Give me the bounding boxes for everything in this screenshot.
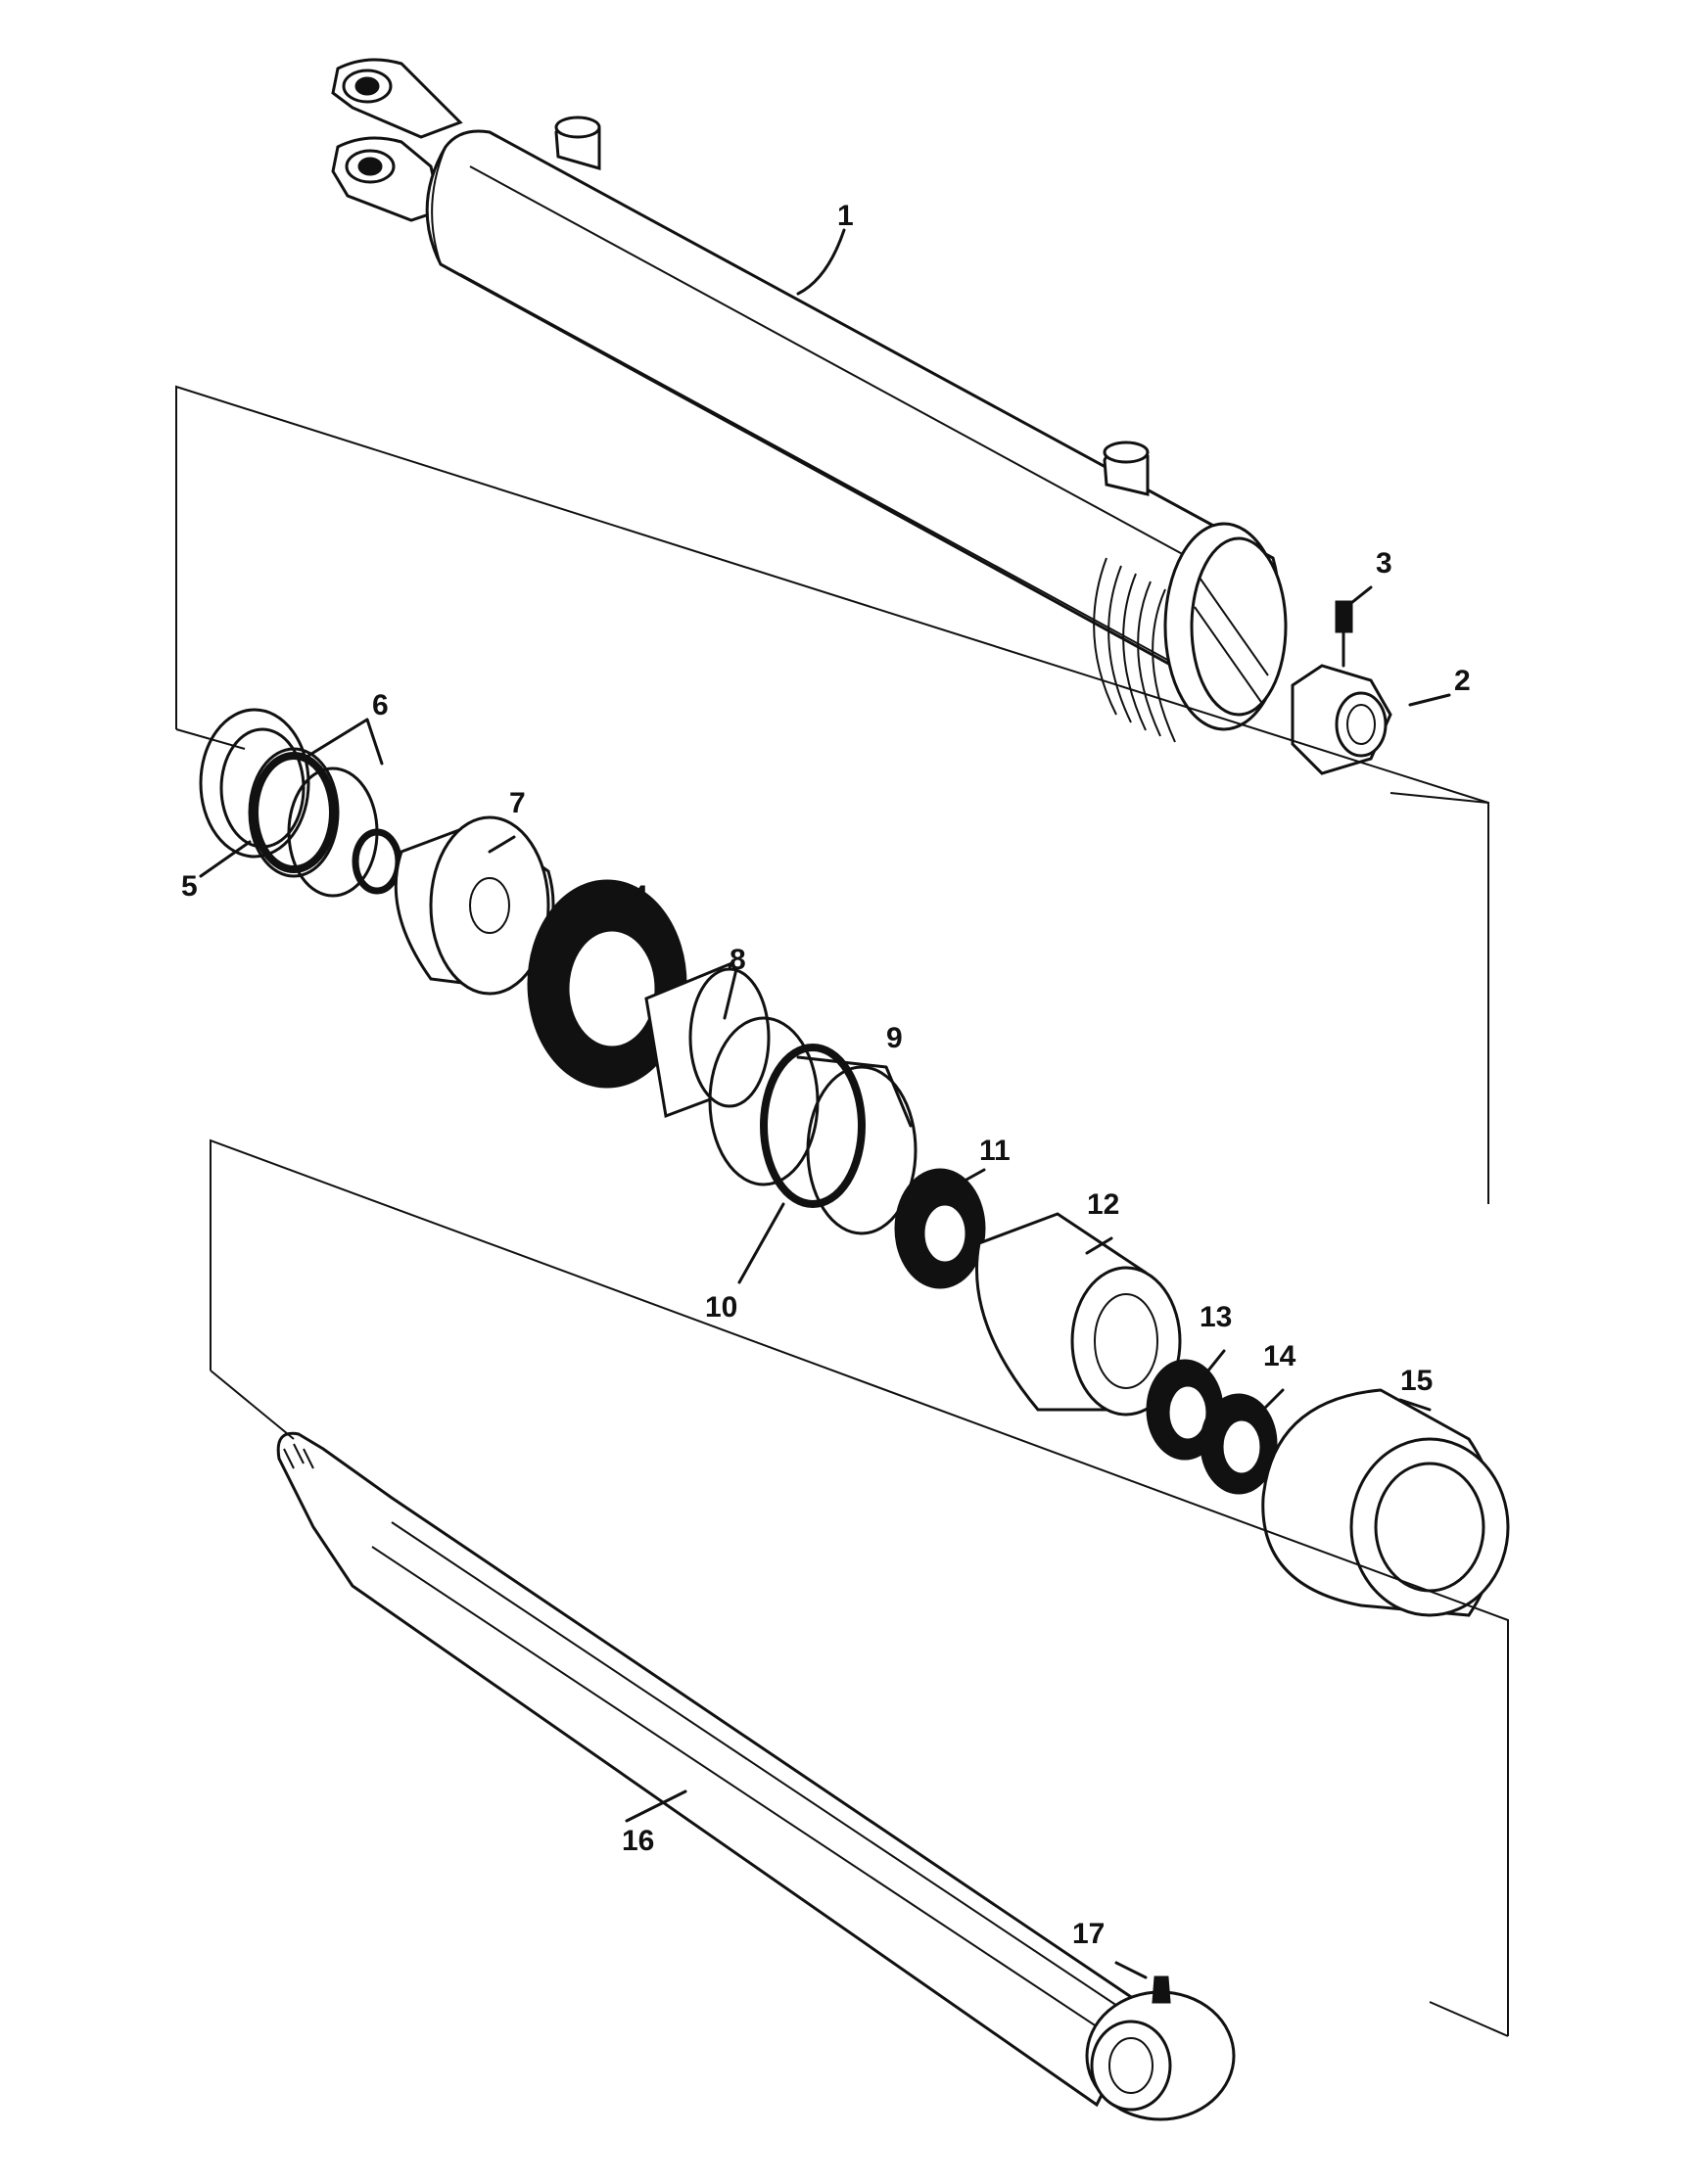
hex-nut-part (1291, 664, 1392, 775)
part-label-5: 5 (181, 870, 198, 903)
piston-part-7 (352, 815, 555, 996)
part-label-10: 10 (705, 1291, 737, 1324)
piston-seal-part-4 (527, 879, 687, 1089)
part-label-12: 12 (1087, 1188, 1119, 1221)
assembly-frame-lines (175, 385, 1509, 2037)
o-ring-part-10 (760, 1044, 866, 1208)
o-ring-part-5 (251, 752, 337, 873)
gland-part-12 (975, 1212, 1182, 1417)
part-label-7: 7 (509, 787, 526, 819)
set-screw-part (1335, 600, 1353, 668)
part-label-15: 15 (1400, 1365, 1433, 1397)
part-label-9: 9 (886, 1022, 903, 1054)
rod-seal-part-11 (894, 1168, 986, 1289)
part-label-4: 4 (632, 880, 648, 912)
backup-rings-part-9 (708, 1016, 918, 1235)
wiper-ring-part-14 (1200, 1393, 1278, 1495)
part-label-1: 1 (837, 200, 854, 232)
part-label-13: 13 (1200, 1301, 1232, 1333)
part-label-17: 17 (1072, 1918, 1105, 1950)
grease-fitting-part-17 (1152, 1975, 1171, 2004)
cylinder-barrel-part (331, 58, 1288, 743)
part-label-11: 11 (979, 1135, 1011, 1167)
part-label-3: 3 (1376, 547, 1392, 580)
part-label-14: 14 (1263, 1340, 1296, 1372)
backup-rings-part-6 (199, 708, 379, 898)
part-label-16: 16 (622, 1825, 654, 1857)
part-label-2: 2 (1454, 665, 1471, 697)
part-label-6: 6 (372, 689, 389, 721)
spacer-tube-part-8 (644, 961, 771, 1119)
leader-lines (199, 228, 1451, 1979)
part-label-8: 8 (730, 944, 746, 976)
piston-rod-part-16 (276, 1431, 1236, 2121)
end-cap-part-15 (1261, 1388, 1510, 1617)
